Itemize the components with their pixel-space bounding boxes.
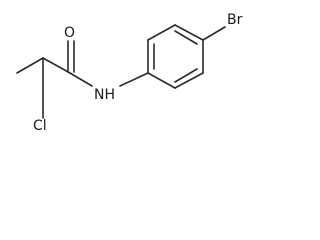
ring-bond-5 — [174, 72, 204, 89]
carbonyl-nitrogen-bond — [69, 72, 93, 87]
chlorine-label: Cl — [33, 118, 47, 134]
nitrogen-ring-bond — [119, 72, 149, 87]
bromine-label: Br — [227, 12, 243, 28]
ring-bond-2 — [147, 24, 176, 41]
alpha-carbonyl-bond — [42, 57, 71, 74]
methyl-bond — [16, 57, 44, 74]
oxygen-label: O — [64, 25, 75, 41]
ring-inner-double-2 — [174, 30, 198, 45]
ring-bond-3 — [174, 24, 204, 41]
ring-inner-double-3 — [174, 68, 198, 83]
ring-bond-6 — [147, 72, 176, 89]
ring-bromine-bond — [202, 26, 226, 41]
nitrogen-label: NH — [94, 87, 115, 103]
chemical-structure: O NH Br Cl — [16, 12, 243, 134]
